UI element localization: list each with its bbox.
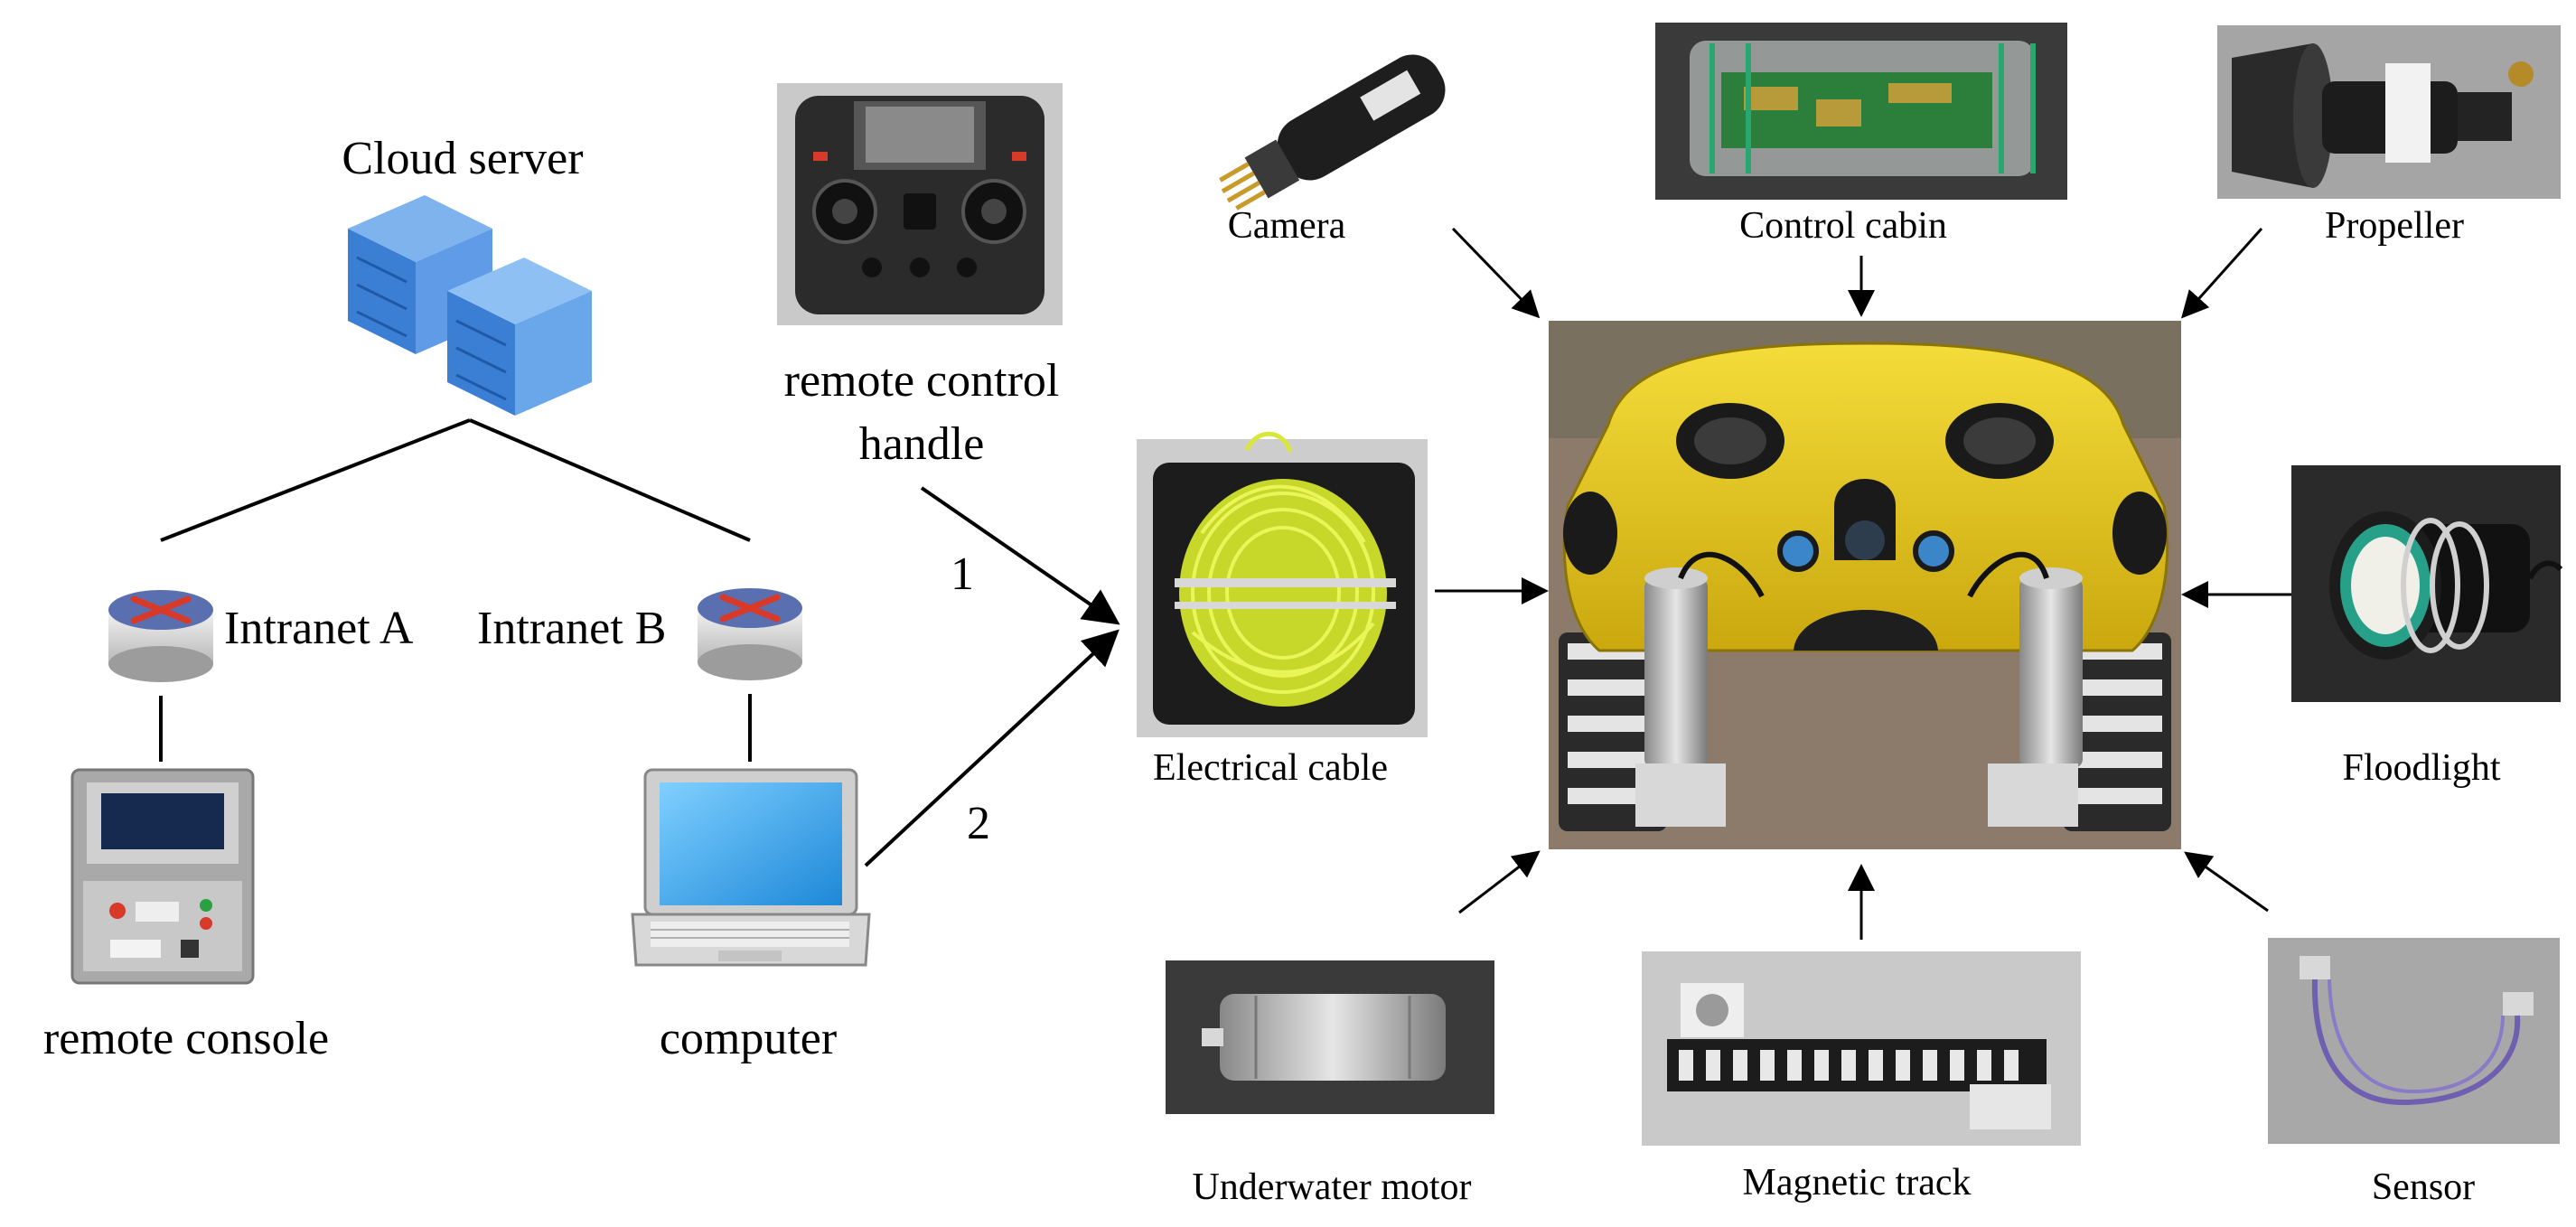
floodlight-label: Floodlight (2342, 747, 2501, 789)
magnetic-track-photo (1642, 951, 2081, 1146)
intranet-a-router-icon (108, 590, 213, 682)
server-to-intranet-a-line (160, 418, 471, 542)
remote-console-label: remote console (42, 1013, 330, 1064)
underwater-motor-arrow (1458, 850, 1541, 914)
camera-label: Camera (1227, 205, 1346, 247)
remote-console-icon (70, 768, 255, 985)
remote-handle-label-line1: remote control (783, 355, 1060, 407)
camera-arrow (1451, 227, 1541, 319)
sensor-photo (2268, 938, 2560, 1144)
control-cabin-label: Control cabin (1739, 205, 1947, 247)
control-cabin-photo (1655, 23, 2067, 200)
propeller-photo (2217, 25, 2561, 199)
intranet-b-router-icon (698, 588, 802, 680)
remote-handle-label-line2: handle (858, 418, 985, 470)
electrical-cable-photo (1137, 431, 1428, 737)
propeller-label: Propeller (2325, 205, 2464, 247)
server-to-intranet-b-line (469, 418, 751, 542)
sensor-label: Sensor (2371, 1166, 2476, 1208)
underwater-motor-label: Underwater motor (1192, 1166, 1472, 1208)
propeller-arrow (2180, 227, 2263, 319)
magnetic-track-label: Magnetic track (1742, 1162, 1972, 1204)
computer-icon (631, 768, 871, 967)
camera-photo (1219, 54, 1446, 211)
link-2-label: 2 (967, 798, 990, 849)
floodlight-photo (2291, 465, 2563, 702)
cloud-server-label: Cloud server (342, 133, 584, 184)
electrical-cable-label: Electrical cable (1153, 747, 1388, 789)
computer-link-arrow-2 (864, 629, 1119, 867)
underwater-motor-photo (1166, 960, 1494, 1114)
intranet-a-label: Intranet A (224, 603, 414, 654)
handle-link-arrow-1 (920, 486, 1120, 625)
intranet-b-label: Intranet B (477, 603, 667, 654)
robot-photo (1549, 321, 2181, 849)
computer-label: computer (659, 1013, 838, 1064)
component-arrows (1435, 227, 2295, 940)
network-links (159, 418, 1120, 867)
cloud-server-icon (348, 195, 592, 416)
link-1-label: 1 (951, 548, 974, 600)
sensor-arrow (2184, 851, 2269, 913)
remote-control-handle-photo (777, 83, 1063, 325)
